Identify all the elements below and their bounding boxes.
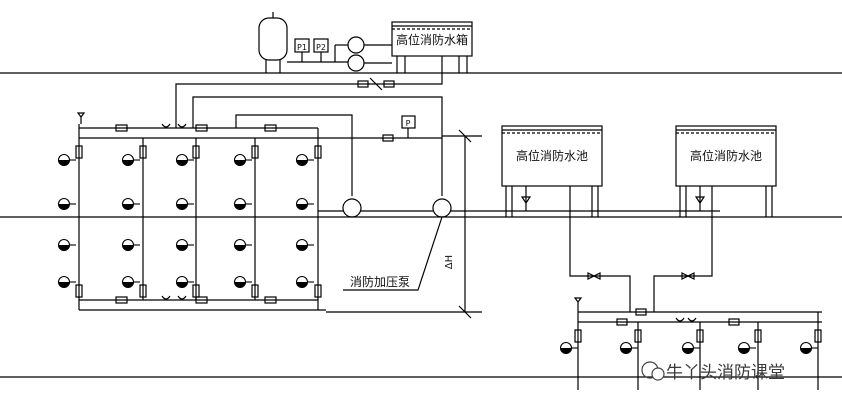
hydrant-head-fill [296, 204, 308, 210]
hydrant-head-fill [122, 204, 134, 210]
ring-valve-right [382, 134, 394, 142]
hydrant-head-fill [176, 160, 188, 166]
lower-feed-valve [681, 272, 695, 280]
hydrant-head-fill [738, 348, 750, 354]
p-label: P [406, 119, 411, 128]
ring-valve [195, 124, 208, 132]
watermark-text: 牛丫头消防课堂 [666, 363, 785, 383]
pipe-break-mark [675, 317, 685, 322]
hydrant-head-fill [176, 204, 188, 210]
water-pool-right [675, 125, 777, 217]
hydrant-head-fill [296, 245, 308, 251]
pipe-break-mark [177, 295, 187, 300]
pump-label: 消防加压泵 [350, 274, 410, 289]
hydrant-head-fill [58, 282, 70, 288]
pool-left-label: 高位消防水池 [516, 148, 588, 163]
hydrant-head-fill [800, 348, 812, 354]
hydrant-head-fill [58, 245, 70, 251]
ring-valve [728, 318, 740, 326]
hydrant-head-fill [560, 348, 572, 354]
hydrant-head-fill [122, 245, 134, 251]
fire-pump-1 [342, 198, 362, 218]
pipe-break-mark [161, 295, 171, 300]
stabilizer-pump-1 [347, 36, 365, 54]
delta-h-label: ΔH [444, 255, 455, 269]
hydrant-head-fill [296, 282, 308, 288]
pool-right-label: 高位消防水池 [690, 148, 762, 163]
hydrant-heads [57, 153, 818, 355]
pipe-break-mark [177, 123, 187, 128]
ring-valve [635, 308, 647, 316]
ring-valve [264, 296, 277, 304]
stabilizer-pump-2 [347, 54, 365, 72]
hydrant-head-fill [234, 204, 246, 210]
ring-valve [264, 124, 277, 132]
roof-outlet-valves [357, 77, 395, 91]
hydrant-head-fill [682, 348, 694, 354]
pressure-vessel [258, 12, 288, 73]
hydrant-head-fill [176, 245, 188, 251]
hydrant-head-fill [58, 160, 70, 166]
watermark: 牛丫头消防课堂 [641, 361, 785, 383]
hydrant-head-fill [296, 160, 308, 166]
fire-pump-2 [432, 198, 452, 218]
hydrant-head-fill [620, 348, 632, 354]
p1-label: P1 [297, 43, 307, 52]
pipe-break-mark [687, 317, 697, 322]
hydrant-head-fill [234, 160, 246, 166]
roof-tank-label: 高位消防水箱 [396, 32, 468, 47]
hydrant-head-fill [122, 282, 134, 288]
ring-valve [115, 124, 128, 132]
pool-check-valve [520, 196, 532, 205]
ring-valve [616, 318, 628, 326]
water-pool-left [501, 125, 603, 217]
lower-riser-check-markers [574, 329, 822, 343]
ring-valve [115, 296, 128, 304]
hydrant-head-fill [234, 245, 246, 251]
riser-check-markers [75, 145, 322, 298]
pool-check-valve [694, 196, 706, 205]
hydrant-head-fill [234, 282, 246, 288]
hydrant-head-fill [176, 282, 188, 288]
lower-feed-valve [587, 272, 601, 280]
hydrant-head-fill [122, 160, 134, 166]
p2-label: P2 [316, 43, 326, 52]
hydrant-head-fill [58, 204, 70, 210]
pipe-break-mark [161, 123, 171, 128]
roof-water-tank [391, 21, 473, 73]
